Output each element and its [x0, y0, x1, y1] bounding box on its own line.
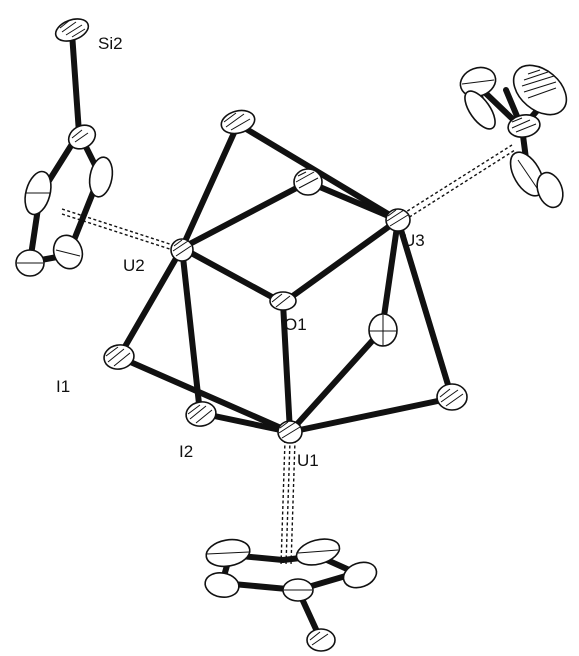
atom-i1: [103, 344, 135, 370]
dash-u1-cp-2: [285, 439, 291, 566]
dash-u3-cp-1: [397, 144, 513, 218]
label-o1: O1: [284, 315, 307, 334]
atom-cp1-methyl: [306, 628, 336, 652]
bond-u3-ic: [395, 217, 455, 401]
bond-u2-o1: [179, 245, 286, 306]
atom-cp1-c4: [204, 572, 240, 598]
bond-ic-u1: [287, 395, 455, 435]
atom-si2: [54, 18, 90, 42]
atom-u2: [170, 238, 194, 262]
atom-cp2-c1: [67, 124, 97, 150]
atom-cp1-c1: [205, 538, 251, 568]
bond-i1-u1: [116, 354, 293, 435]
bond-u2-i1: [116, 245, 185, 360]
atom-cp2-c2: [88, 156, 114, 198]
bond-top-u2: [179, 121, 241, 251]
atom-o-bridge-right: [368, 313, 398, 347]
dashed-bonds: [61, 144, 516, 566]
label-si2: Si2: [98, 34, 123, 53]
atom-mid-bridge: [293, 168, 323, 196]
atom-top-bridge: [220, 109, 256, 135]
atom-i2: [185, 401, 217, 427]
atom-cp3-c3: [507, 114, 541, 138]
atom-cp3-c1: [459, 66, 497, 98]
bond-o1-u3: [280, 217, 401, 306]
dash-u1-cp-1: [280, 439, 286, 566]
atom-u1: [277, 420, 303, 444]
dash-u2-cp-1: [61, 208, 183, 249]
atom-cp1-c5: [282, 578, 314, 602]
atom-u3: [385, 208, 411, 232]
atom-cp3-c5: [536, 171, 564, 209]
atom-cp2-c5: [52, 234, 84, 270]
dash-u2-cp-2: [61, 213, 183, 254]
atom-cp1-c3: [342, 561, 378, 589]
bond-o1-u1: [280, 300, 293, 435]
label-u1: U1: [297, 451, 319, 470]
label-u2: U2: [123, 256, 145, 275]
label-i1: I1: [56, 377, 70, 396]
atom-labels: Si2 U2 U3 O1 I1 I2 U1: [56, 34, 425, 470]
dash-u3-cp-2: [399, 149, 516, 224]
atom-cp3-c2: [512, 64, 568, 116]
dash-u1-cp-3: [290, 439, 296, 566]
atom-cp2-c4: [15, 249, 45, 277]
atom-i3: [436, 383, 468, 411]
bond-u3-ob: [379, 217, 401, 333]
label-u3: U3: [403, 231, 425, 250]
atom-cp3-c6: [464, 90, 496, 130]
atoms: [15, 18, 568, 652]
bonds: [27, 30, 551, 641]
atom-cp2-c3: [24, 170, 52, 216]
atom-o1: [269, 291, 297, 311]
bond-mid-u3: [305, 179, 401, 223]
bond-ob-u1: [287, 327, 385, 435]
bond-si2-cp: [69, 30, 82, 136]
atom-cp1-c2: [295, 538, 341, 566]
bond-u2-mid: [179, 179, 311, 251]
label-i2: I2: [179, 442, 193, 461]
bond-u2-i2: [179, 245, 203, 416]
